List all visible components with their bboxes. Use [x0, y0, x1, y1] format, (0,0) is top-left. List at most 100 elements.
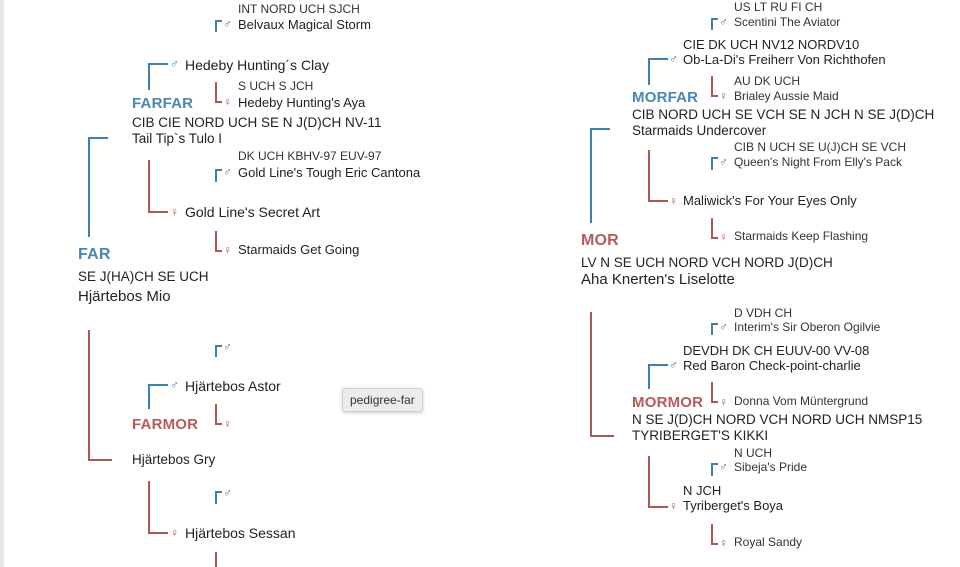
far-connector-vertical — [88, 137, 90, 237]
morfar-titles: CIB NORD UCH SE VCH SE N JCH N SE J(D)CH — [632, 107, 935, 122]
mmss-name[interactable]: Interim's Sir Oberon Ogilvie — [734, 320, 881, 334]
morfar-label: MORFAR — [632, 89, 699, 106]
mmsd-connector-v — [711, 382, 713, 402]
male-icon: ♂ — [719, 15, 728, 29]
far-name[interactable]: Hjärtebos Mio — [78, 288, 171, 305]
fm-sire-connector-v — [148, 384, 150, 409]
female-icon: ♀ — [719, 536, 728, 550]
farfar-dam-connector-h — [148, 211, 168, 213]
morfar-sire-titles: CIE DK UCH NV12 NORDV10 — [683, 37, 860, 52]
mfss-name[interactable]: Scentini The Aviator — [734, 15, 841, 29]
mormor-connector-horizontal — [590, 435, 614, 437]
female-icon: ♀ — [223, 95, 232, 109]
farmor-connector-horizontal — [88, 459, 112, 461]
mfss-connector-v — [711, 18, 713, 30]
mfsd-titles: AU DK UCH — [734, 74, 801, 88]
mm-dam-connector-v — [648, 456, 650, 507]
mor-name[interactable]: Aha Knerten's Liselotte — [581, 271, 735, 288]
mmdd-name[interactable]: Royal Sandy — [734, 535, 803, 549]
farfar-dam-name[interactable]: Gold Line's Secret Art — [185, 204, 320, 220]
ffsd-connector-v — [215, 82, 217, 102]
farfar-name[interactable]: Tail Tip`s Tulo I — [132, 131, 223, 146]
female-icon: ♀ — [223, 417, 232, 431]
mmds-connector-h — [711, 463, 718, 465]
fm-dam-connector-h — [148, 532, 168, 534]
fmss-connector-h — [215, 345, 222, 347]
ffds-connector-h — [215, 169, 222, 171]
mfsd-connector-h — [711, 95, 718, 97]
farfar-sire-connector-v — [148, 63, 150, 90]
mmsd-name[interactable]: Donna Vom Müntergrund — [734, 394, 869, 408]
mormor-sire-titles: DEVDH DK CH EUUV-00 VV-08 — [683, 343, 870, 358]
farmor-name[interactable]: Hjärtebos Gry — [132, 452, 216, 467]
farfar-dam-connector-v — [148, 160, 150, 212]
farfar-sire-connector-h — [148, 63, 168, 65]
far-label: FAR — [78, 246, 111, 263]
mormor-titles: N SE J(D)CH NORD VCH NORD UCH NMSP15 — [632, 412, 923, 427]
mormor-sire-name[interactable]: Red Baron Check-point-charlie — [683, 358, 861, 373]
female-icon: ♀ — [719, 89, 728, 103]
morfar-name[interactable]: Starmaids Undercover — [632, 123, 767, 138]
female-icon: ♀ — [223, 243, 232, 257]
morfar-dam-name[interactable]: Maliwick's For Your Eyes Only — [683, 193, 857, 208]
male-icon: ♂ — [669, 358, 678, 372]
mmdd-connector-h — [711, 543, 718, 545]
farmor-connector-vertical — [88, 330, 90, 460]
male-icon: ♂ — [223, 340, 232, 354]
female-icon: ♀ — [170, 526, 179, 540]
ffds-name[interactable]: Gold Line's Tough Eric Cantona — [238, 165, 421, 180]
male-icon: ♂ — [223, 17, 232, 31]
mormor-label: MORMOR — [632, 394, 704, 411]
morfar-sire-name[interactable]: Ob-La-Di's Freiherr Von Richthofen — [683, 52, 886, 67]
mor-connector-vertical — [590, 128, 592, 223]
fmds-connector-v — [215, 491, 217, 504]
ffss-connector-h — [215, 20, 222, 22]
ffsd-name[interactable]: Hedeby Hunting's Aya — [238, 95, 366, 110]
mm-sire-connector-h — [648, 364, 668, 366]
window-edge — [0, 0, 3, 567]
mor-connector-horizontal — [590, 128, 610, 130]
mm-dam-connector-h — [648, 506, 668, 508]
fmds-connector-h — [215, 491, 222, 493]
mormor-name[interactable]: TYRIBERGET'S KIKKI — [632, 428, 769, 443]
ffdd-connector-v — [215, 231, 217, 251]
farfar-titles: CIB CIE NORD UCH SE N J(D)CH NV-11 — [132, 115, 382, 130]
farmor-sire-name[interactable]: Hjärtebos Astor — [185, 378, 281, 394]
farfar-sire-name[interactable]: Hedeby Hunting´s Clay — [185, 57, 329, 73]
morfar-sire-connector-v — [648, 58, 650, 85]
mfds-connector-h — [711, 157, 718, 159]
mmsd-connector-h — [711, 401, 718, 403]
fm-sire-connector-h — [148, 384, 168, 386]
male-icon: ♂ — [223, 486, 232, 500]
mfsd-name[interactable]: Brialey Aussie Maid — [734, 89, 839, 103]
male-icon: ♂ — [223, 165, 232, 179]
mmss-titles: D VDH CH — [734, 306, 793, 320]
farmor-dam-name[interactable]: Hjärtebos Sessan — [185, 525, 296, 541]
mmss-connector-h — [711, 323, 718, 325]
far-titles: SE J(HA)CH SE UCH — [78, 269, 209, 284]
mfss-connector-h — [711, 18, 718, 20]
farmor-label: FARMOR — [132, 416, 199, 433]
mormor-dam-name[interactable]: Tyriberget's Boya — [683, 498, 784, 513]
mmss-connector-v — [711, 323, 713, 335]
male-icon: ♂ — [719, 155, 728, 169]
mfds-titles: CIB N UCH SE U(J)CH SE VCH — [734, 140, 907, 154]
mfsd-connector-v — [711, 76, 713, 96]
mfdd-name[interactable]: Starmaids Keep Flashing — [734, 229, 869, 243]
male-icon: ♂ — [719, 320, 728, 334]
mmds-name[interactable]: Sibeja's Pride — [734, 460, 807, 474]
male-icon: ♂ — [669, 52, 678, 66]
fmsd-connector-h — [215, 423, 222, 425]
window-edge-shadow — [3, 0, 5, 567]
mor-titles: LV N SE UCH NORD VCH NORD J(D)CH — [581, 255, 833, 270]
mfds-name[interactable]: Queen's Night From Elly's Pack — [734, 155, 902, 169]
tooltip: pedigree-far — [342, 388, 423, 412]
mmds-connector-v — [711, 463, 713, 476]
morfar-dam-connector-h — [648, 200, 668, 202]
mormor-dam-titles: N JCH — [683, 483, 722, 498]
male-icon: ♂ — [170, 57, 179, 71]
female-icon: ♀ — [719, 395, 728, 409]
ffss-name[interactable]: Belvaux Magical Storm — [238, 17, 371, 32]
female-icon: ♀ — [669, 194, 678, 208]
ffdd-name[interactable]: Starmaids Get Going — [238, 242, 360, 257]
